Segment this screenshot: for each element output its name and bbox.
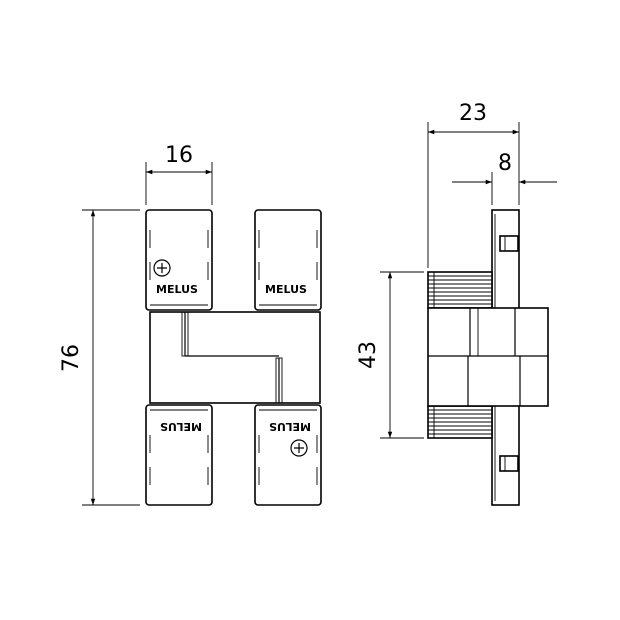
dimension-width-top: 16 [145, 143, 213, 205]
dimension-label-23: 23 [459, 101, 487, 126]
dimension-depth-total: 23 [427, 101, 520, 268]
front-view: MELUS MELUS MELUS MELUS [59, 143, 322, 506]
hinge-center-body [149, 311, 321, 404]
screw-icon [153, 259, 171, 277]
dimension-body-height: 43 [356, 271, 424, 439]
ribbed-housing-top [427, 271, 493, 309]
brand-label-top-left: MELUS [156, 283, 198, 296]
leaf-bottom-left: MELUS [145, 404, 213, 506]
brand-label-top-right: MELUS [265, 283, 307, 296]
screw-icon [290, 439, 308, 457]
dimension-label-16: 16 [165, 143, 193, 168]
brand-label-bottom-left: MELUS [160, 420, 202, 433]
dimension-flange-thickness: 8 [452, 151, 557, 205]
hinge-side-body [427, 307, 549, 407]
brand-label-bottom-right: MELUS [269, 420, 311, 433]
dimension-label-8: 8 [498, 151, 512, 176]
side-view: 23 8 43 [356, 101, 557, 506]
dimension-label-43: 43 [356, 341, 381, 369]
leaf-bottom-right: MELUS [254, 404, 322, 506]
dimension-label-76: 76 [59, 344, 84, 372]
ribbed-housing-bottom [427, 405, 493, 439]
leaf-top-left: MELUS [145, 209, 213, 311]
leaf-top-right: MELUS [254, 209, 322, 311]
dimension-height-total: 76 [59, 209, 140, 506]
